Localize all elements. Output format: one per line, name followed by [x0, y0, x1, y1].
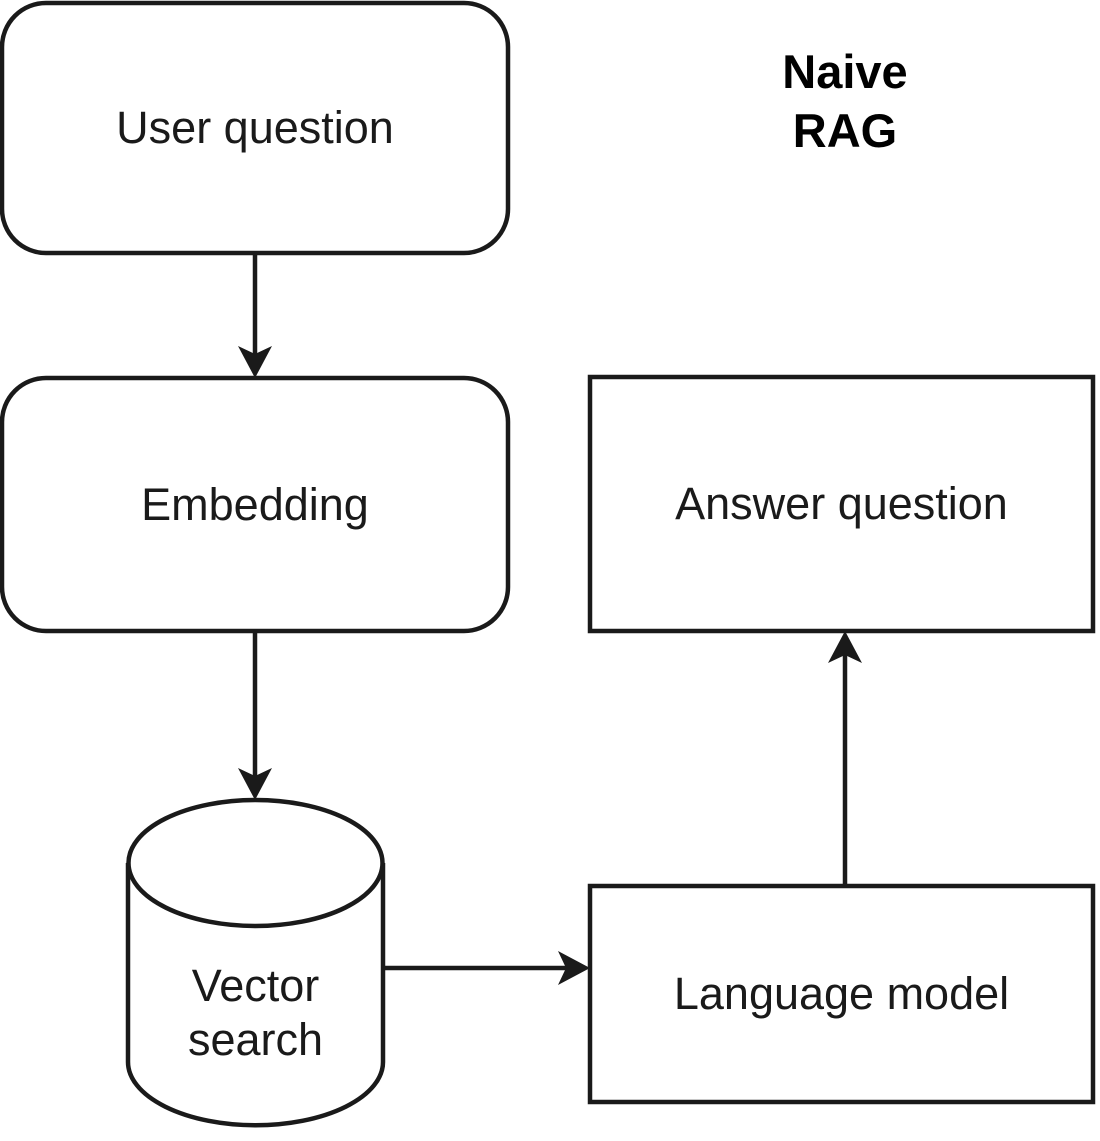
- edge-embedding-to-vector-search: [238, 631, 272, 800]
- node-answer-question[interactable]: [587, 374, 1096, 634]
- diagram-title: Naive RAG: [782, 45, 908, 157]
- node-embedding[interactable]: [0, 375, 511, 634]
- node-language-model[interactable]: [587, 883, 1096, 1105]
- edge-vector-search-to-language-model: [383, 951, 590, 985]
- edge-language-model-to-answer-question: [828, 631, 862, 886]
- edge-user-question-to-embedding: [238, 253, 272, 378]
- node-user-question[interactable]: [0, 0, 511, 256]
- node-vector-search[interactable]: [125, 797, 386, 1128]
